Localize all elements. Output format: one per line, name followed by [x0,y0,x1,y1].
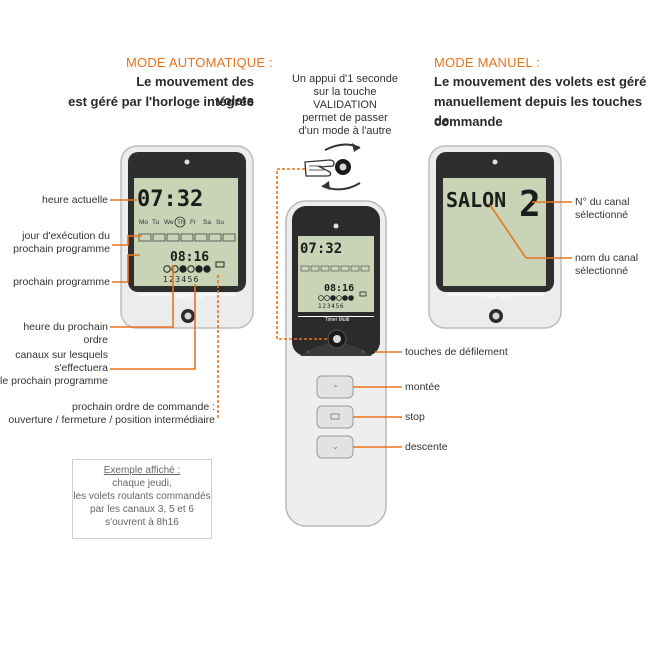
brand-label: Timer Multi [481,295,510,301]
day-label: We [164,219,174,226]
manual-device: SALON 2 Timer Multi [428,145,562,329]
day-label: Sa [203,219,211,226]
day-label: Fr [190,219,197,226]
example-title: Exemple affiché : [103,465,181,476]
center-instructions: Un appui d'1 seconde sur la touche VALID… [270,73,420,138]
remote-lcd-channels: 123456 [318,303,344,310]
auto-lcd-next-time: 08:16 [170,250,209,265]
example-line4: s'ouvrent à 8h16 [105,517,179,528]
center-line2: sur la touche [313,86,377,98]
label-heure-actuelle: heure actuelle [42,194,108,206]
auto-device: 07:32 Mo Tu We Th Fr Sa Su 08:16 [120,145,254,329]
manual-mode-line3: commande [434,114,503,129]
chevron-down-icon: ⌄ [332,442,339,451]
hand-press-icon [304,143,361,191]
auto-mode-line2: est géré par l'horloge intégrée [68,94,254,109]
auto-lcd-channels: 123456 [163,275,200,284]
scroll-left-icon[interactable]: ‹ [307,347,310,356]
example-line1: chaque jeudi, [112,478,172,489]
center-line1: Un appui d'1 seconde [291,73,399,85]
center-remote: 07:32 08:16 123456 Timer Multi ‹ › ⌃ ⌄ [285,200,387,527]
center-line4: permet de passer [302,112,388,124]
auto-mode-line1: Le mouvement des volets [136,74,254,108]
center-line5: d'un mode à l'autre [298,125,392,137]
day-label: Su [216,219,224,226]
label-prochain-programme: prochain programme [13,276,110,288]
label-stop: stop [405,411,425,423]
brand-label: Timer Multi [173,295,202,301]
auto-mode-title: MODE AUTOMATIQUE : [126,55,273,70]
label-heure-prochain-ordre: heure du prochain ordre [23,321,108,346]
remote-lcd [298,236,374,312]
label-canaux-line2: s'effectuera [54,362,108,374]
label-jour-line1: jour d'exécution du [22,230,110,242]
label-ordre-commande: prochain ordre de commande : ouverture /… [0,401,215,427]
label-canal-nom: nom du canal sélectionné [575,252,638,278]
led-icon [333,223,339,229]
manual-lcd [443,178,546,286]
day-label: Tu [152,219,160,226]
manual-lcd-name: SALON [446,188,506,212]
day-label: Th [177,219,185,226]
scroll-right-icon[interactable]: › [362,347,365,356]
stop-icon [330,413,340,420]
chevron-up-icon: ⌃ [332,384,339,393]
remote-lcd-time: 07:32 [300,241,342,257]
label-canal-numero: N° du canal sélectionné [575,196,629,222]
label-canaux-line1: canaux sur lesquels [15,349,108,361]
label-touches-defilement: touches de défilement [405,346,508,358]
label-canal-nom-line1: nom du canal [575,252,639,264]
manual-mode-line1: Le mouvement des volets est géré [434,74,647,89]
label-canaux: canaux sur lesquels s'effectuera le proc… [0,349,108,388]
brand-label: Timer Multi [325,317,350,323]
label-canal-numero-line2: sélectionné [575,209,629,221]
label-ordre-line2: ouverture / fermeture / position intermé… [8,414,215,426]
day-label: Mo [139,219,148,226]
manual-mode-line2: manuellement depuis les touches de [434,94,643,128]
manual-mode-title: MODE MANUEL : [434,55,541,70]
led-icon [184,159,190,165]
label-jour-execution: jour d'exécution du prochain programme [0,230,110,256]
led-icon [492,159,498,165]
label-montee: montée [405,381,441,393]
label-descente: descente [405,441,448,453]
example-box: Exemple affiché : chaque jeudi, les vole… [72,459,212,539]
label-canal-numero-line1: N° du canal [575,196,630,208]
remote-lcd-next-time: 08:16 [324,283,354,294]
label-ordre-line1: prochain ordre de commande : [72,401,215,413]
center-line3: VALIDATION [313,99,377,111]
example-line2: les volets roulants commandés [73,491,211,502]
label-canaux-line3: le prochain programme [0,375,108,387]
manual-lcd-number: 2 [519,184,541,225]
label-jour-line2: prochain programme [13,243,110,255]
auto-lcd-time: 07:32 [137,187,203,212]
connector-lines [110,168,572,448]
example-line3: par les canaux 3, 5 et 6 [90,504,194,515]
stop-button[interactable] [316,405,354,429]
label-canal-nom-line2: sélectionné [575,265,629,277]
